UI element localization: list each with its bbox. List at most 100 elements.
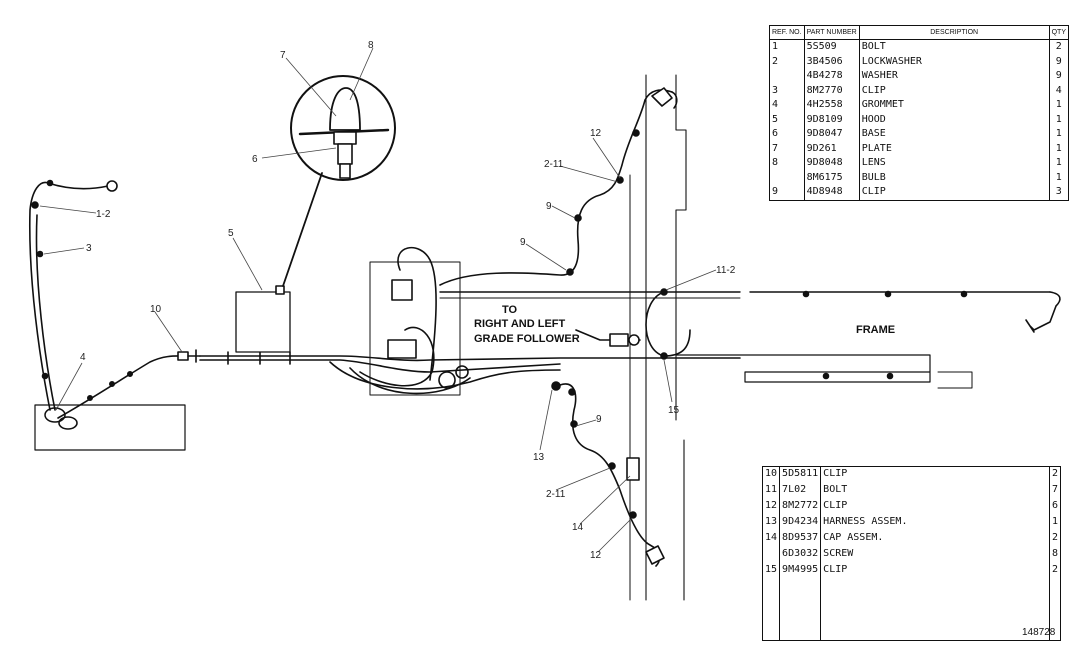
description: HOOD [858, 112, 1050, 127]
part-number: 5S509 [803, 39, 860, 55]
callout-9-b: 9 [520, 237, 526, 248]
part-number: 6D3032 [779, 546, 821, 563]
qty: 9 [1048, 54, 1069, 69]
left-support-plate [34, 404, 186, 451]
part-number: 8M2772 [779, 498, 821, 515]
ref: 6 [772, 128, 779, 139]
ref: 1 [772, 41, 779, 52]
drawing-number: 148728 [1022, 627, 1056, 638]
description: GROMMET [858, 98, 1050, 113]
description: BOLT [820, 482, 1050, 499]
description: CLIP [820, 466, 1050, 483]
qty: 1 [1048, 514, 1061, 531]
label-to: TO [502, 304, 518, 316]
part-number: 9D8109 [803, 112, 860, 127]
callout-4: 4 [80, 352, 86, 363]
part-number: 4B4278 [803, 69, 860, 84]
qty: 1 [1048, 170, 1069, 185]
part-number: 3B4506 [803, 54, 860, 69]
description: PLATE [858, 141, 1050, 156]
header-description: DESCRIPTION [858, 25, 1050, 40]
callout-6: 6 [252, 154, 258, 165]
left-harness-wire [28, 181, 109, 411]
part-number: 9D4234 [779, 514, 821, 531]
ref: 5 [772, 113, 779, 125]
ref: 14 [765, 531, 778, 543]
callout-9-a: 9 [546, 201, 552, 212]
main-harness [199, 355, 741, 362]
parts-table-top: REF. NO. PART NUMBER DESCRIPTION QTY 1 5S… [769, 25, 1069, 201]
callout-11-2: 11-2 [716, 265, 736, 276]
ref: 11 [765, 483, 778, 495]
ref [770, 69, 805, 84]
part-number: 8M6175 [803, 170, 860, 185]
ref: 10 [765, 468, 778, 479]
description: CLIP [820, 498, 1050, 515]
qty: 1 [1048, 156, 1069, 171]
qty: 2 [1048, 562, 1061, 579]
ref: 8 [772, 157, 779, 168]
qty: 8 [1048, 546, 1061, 563]
part-number: 9M4995 [779, 562, 821, 579]
description: HARNESS ASSEM. [820, 514, 1050, 531]
callout-9-c: 9 [596, 414, 602, 425]
part-number: 7L02 [779, 482, 821, 499]
ref: 13 [765, 515, 778, 527]
qty: 2 [1048, 530, 1061, 547]
description: WASHER [858, 69, 1050, 84]
part-number: 9D261 [803, 141, 860, 156]
lower-harness [559, 383, 661, 567]
callout-15: 15 [668, 405, 680, 416]
upper-harness [439, 89, 673, 286]
description: CLIP [858, 185, 1050, 200]
description: SCREW [820, 546, 1050, 563]
header-qty: QTY [1048, 25, 1069, 40]
description: LENS [858, 156, 1050, 171]
description: BULB [858, 170, 1050, 185]
part-number: 5D5811 [779, 466, 821, 483]
qty: 7 [1048, 482, 1061, 499]
table-row-empty [763, 578, 1061, 641]
header-part-number: PART NUMBER [803, 25, 860, 40]
qty: 3 [1048, 185, 1069, 200]
part-number: 4D8948 [803, 185, 860, 200]
qty: 2 [1048, 39, 1069, 55]
ref [770, 171, 805, 186]
qty: 1 [1048, 127, 1069, 142]
description: CLIP [858, 83, 1050, 98]
qty: 1 [1048, 98, 1069, 113]
description: CLIP [820, 562, 1050, 579]
qty: 4 [1048, 83, 1069, 98]
label-grade-follower: GRADE FOLLOWER [474, 333, 580, 345]
callout-13: 13 [533, 452, 545, 463]
qty: 9 [1048, 69, 1069, 84]
header-ref: REF. NO. [769, 25, 805, 40]
part-number: 4H2558 [803, 98, 860, 113]
part-number: 9D8047 [803, 127, 860, 142]
ref: 12 [765, 499, 778, 511]
callout-2-11-top: 2-11 [544, 159, 564, 170]
label-right-and-left: RIGHT AND LEFT [474, 318, 566, 330]
callout-10: 10 [150, 304, 162, 315]
callout-8: 8 [368, 40, 374, 51]
callout-5: 5 [228, 228, 234, 239]
ref: 3 [772, 84, 779, 96]
ref: 2 [772, 55, 779, 67]
